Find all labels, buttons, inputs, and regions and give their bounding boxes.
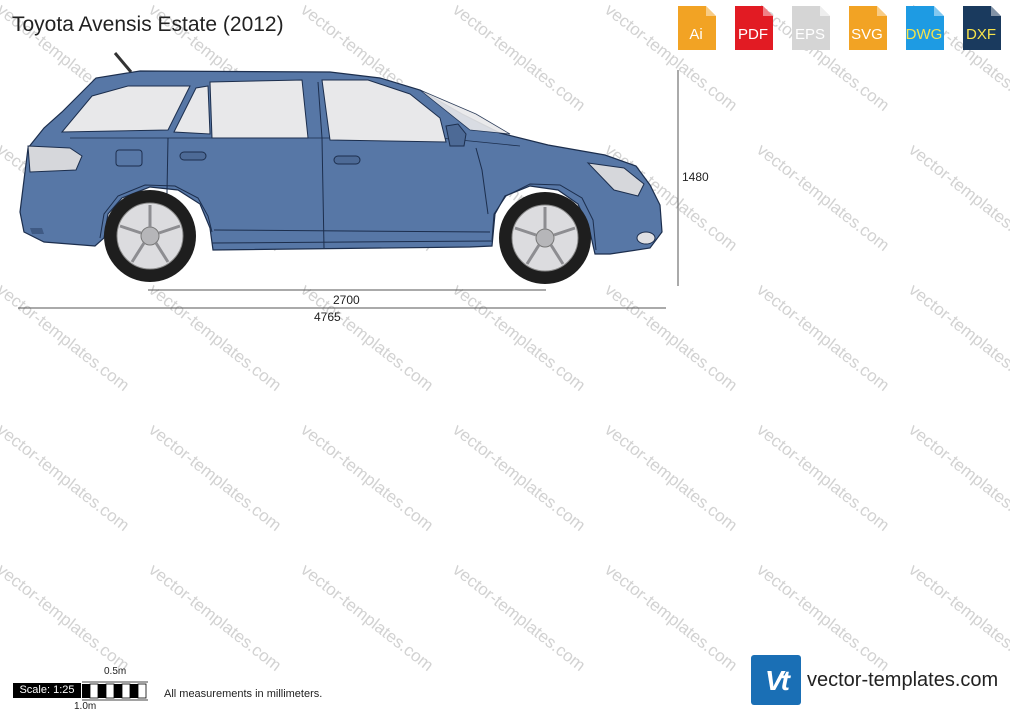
page-title: Toyota Avensis Estate (2012) xyxy=(12,13,284,36)
svg-file-icon[interactable]: SVG xyxy=(843,4,891,52)
rear-wheel xyxy=(104,190,196,282)
dxf-file-icon[interactable]: DXF xyxy=(957,4,1005,52)
format-label-pdf: PDF xyxy=(738,26,768,43)
brand-name[interactable]: vector-templates.com xyxy=(807,669,999,691)
ai-file-icon[interactable]: Ai xyxy=(672,4,720,52)
file-shape xyxy=(963,6,1001,50)
scale-label: Scale: 1:25 xyxy=(13,683,81,698)
dimension-lines xyxy=(18,70,679,309)
file-shape xyxy=(678,6,716,50)
format-label-svg: SVG xyxy=(851,26,883,43)
pdf-file-icon[interactable]: PDF xyxy=(729,4,777,52)
length-dimension: 4765 xyxy=(314,310,341,324)
scale-full-label: 1.0m xyxy=(74,701,97,712)
format-icons: Ai PDF EPS SVG DWG DXF xyxy=(672,4,1005,52)
front-wheel xyxy=(499,192,591,284)
car-body xyxy=(19,52,663,255)
file-shape xyxy=(792,6,830,50)
brand-logo-text: Vt xyxy=(765,665,790,696)
brand-logo[interactable]: Vt xyxy=(751,655,801,705)
format-label-ai: Ai xyxy=(689,26,703,43)
measurement-note: All measurements in millimeters. xyxy=(164,688,323,700)
scale-bar xyxy=(82,681,148,701)
wheelbase-dimension: 2700 xyxy=(333,293,360,307)
format-label-eps: EPS xyxy=(794,26,825,43)
scale-half-label: 0.5m xyxy=(104,666,127,677)
format-label-dwg: DWG xyxy=(905,26,943,43)
dwg-file-icon[interactable]: DWG xyxy=(900,4,948,52)
file-shape xyxy=(849,6,887,50)
eps-file-icon[interactable]: EPS xyxy=(786,4,834,52)
file-shape xyxy=(906,6,944,50)
height-dimension: 1480 xyxy=(682,170,709,184)
file-shape xyxy=(735,6,773,50)
format-label-dxf: DXF xyxy=(966,26,996,43)
